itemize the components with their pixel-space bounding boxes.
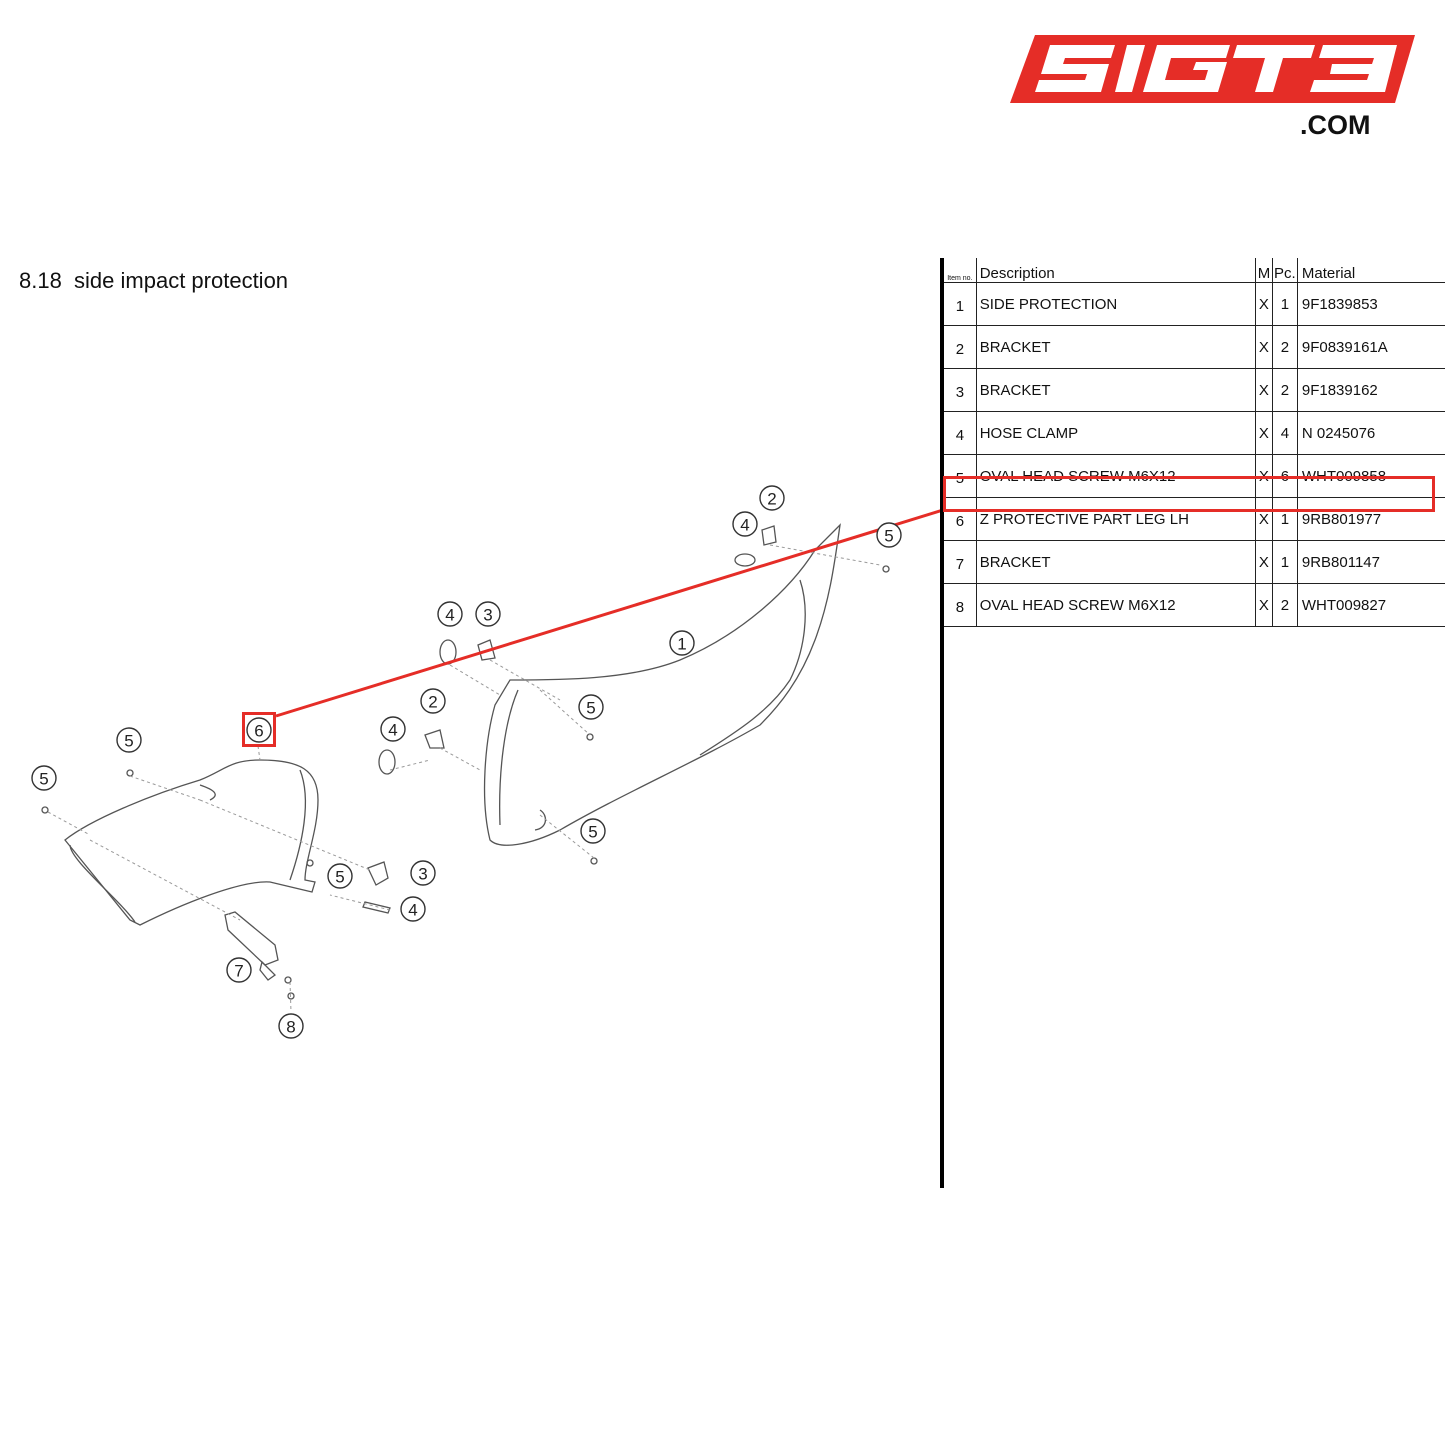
callout-2: 2 [420, 688, 446, 714]
highlight-box-callout-6 [242, 712, 276, 747]
callout-6: 6 [246, 717, 272, 743]
row-item: 8 [944, 583, 977, 627]
svg-text:3: 3 [418, 865, 427, 884]
svg-text:5: 5 [39, 770, 48, 789]
header-description: Description [975, 258, 1256, 283]
table-row: 8 OVAL HEAD SCREW M6X12 X 2 WHT009827 [944, 583, 1445, 627]
callout-3: 3 [410, 860, 436, 886]
svg-text:5: 5 [124, 732, 133, 751]
row-pc: 1 [1271, 497, 1298, 541]
row-description: BRACKET [975, 368, 1256, 412]
svg-text:5: 5 [335, 868, 344, 887]
callout-2: 2 [759, 485, 785, 511]
highlight-box-row-6 [943, 476, 1435, 512]
row-pc: 1 [1271, 282, 1298, 326]
callout-7: 7 [226, 957, 252, 983]
svg-text:6: 6 [254, 722, 263, 741]
callout-3: 3 [475, 601, 501, 627]
row-description: BRACKET [975, 325, 1256, 369]
row-material: 9RB801977 [1296, 497, 1445, 541]
table-row: 1 SIDE PROTECTION X 1 9F1839853 [944, 282, 1445, 326]
callout-4: 4 [732, 511, 758, 537]
row-material: 9F1839162 [1296, 368, 1445, 412]
leader-lines [47, 544, 881, 1013]
row-description: OVAL HEAD SCREW M6X12 [975, 583, 1256, 627]
row-item: 4 [944, 411, 977, 455]
svg-text:1: 1 [677, 635, 686, 654]
table-row: 4 HOSE CLAMP X 4 N 0245076 [944, 411, 1445, 455]
row-m: X [1254, 411, 1273, 455]
row-m: X [1254, 368, 1273, 412]
svg-text:2: 2 [428, 693, 437, 712]
row-item: 7 [944, 540, 977, 584]
callouts: 1 2 4 5 4 3 5 6 5 5 4 2 5 5 3 4 7 8 [31, 485, 902, 1039]
callout-8: 8 [278, 1013, 304, 1039]
row-item: 1 [944, 282, 977, 326]
row-material: 9F1839853 [1296, 282, 1445, 326]
header-item-no: Item no. [944, 258, 977, 283]
exploded-parts-diagram: 1 2 4 5 4 3 5 6 5 5 4 2 5 5 3 4 7 8 [31, 485, 940, 1039]
table-row: 7 BRACKET X 1 9RB801147 [944, 540, 1445, 584]
row-material: WHT009827 [1296, 583, 1445, 627]
svg-text:3: 3 [483, 606, 492, 625]
svg-text:4: 4 [740, 516, 749, 535]
row-pc: 2 [1271, 368, 1298, 412]
row-pc: 4 [1271, 411, 1298, 455]
header-material: Material [1296, 258, 1445, 283]
table-row-highlighted: 6 Z PROTECTIVE PART LEG LH X 1 9RB801977 [944, 497, 1445, 541]
svg-text:4: 4 [408, 901, 417, 920]
logo-domain-suffix: .COM [1300, 110, 1371, 140]
callout-4: 4 [437, 601, 463, 627]
row-pc: 2 [1271, 325, 1298, 369]
callout-5: 5 [31, 765, 57, 791]
protective-part-leg-lh [64, 759, 319, 926]
row-m: X [1254, 583, 1273, 627]
row-m: X [1254, 497, 1273, 541]
table-row: 3 BRACKET X 2 9F1839162 [944, 368, 1445, 412]
svg-text:4: 4 [445, 606, 454, 625]
header-pc: Pc. [1271, 258, 1298, 283]
row-pc: 1 [1271, 540, 1298, 584]
table-row: 2 BRACKET X 2 9F0839161A [944, 325, 1445, 369]
row-item: 2 [944, 325, 977, 369]
svg-text:5: 5 [588, 823, 597, 842]
sigt3-logo [1010, 35, 1415, 103]
header-m: M [1254, 258, 1273, 283]
row-pc: 2 [1271, 583, 1298, 627]
svg-text:5: 5 [586, 699, 595, 718]
section-title: 8.18 side impact protection [19, 268, 289, 293]
callout-5: 5 [580, 818, 606, 844]
svg-text:4: 4 [388, 721, 397, 740]
side-protection-part [483, 523, 841, 846]
row-m: X [1254, 282, 1273, 326]
callout-5: 5 [116, 727, 142, 753]
row-m: X [1254, 540, 1273, 584]
svg-text:7: 7 [234, 962, 243, 981]
callout-4: 4 [400, 896, 426, 922]
svg-text:2: 2 [767, 490, 776, 509]
callout-5: 5 [578, 694, 604, 720]
row-material: 9F0839161A [1296, 325, 1445, 369]
row-material: N 0245076 [1296, 411, 1445, 455]
svg-text:8: 8 [286, 1018, 295, 1037]
row-item: 3 [944, 368, 977, 412]
row-description: HOSE CLAMP [975, 411, 1256, 455]
hardware-parts [41, 525, 890, 1000]
row-material: 9RB801147 [1296, 540, 1445, 584]
highlight-connector [275, 509, 940, 718]
bracket-part-7 [224, 911, 279, 981]
parts-table: Item no. Description M Pc. Material 1 SI… [944, 258, 1445, 627]
table-divider [940, 258, 944, 1188]
row-description: SIDE PROTECTION [975, 282, 1256, 326]
callout-4: 4 [380, 716, 406, 742]
row-m: X [1254, 325, 1273, 369]
callout-5: 5 [327, 863, 353, 889]
row-description: Z PROTECTIVE PART LEG LH [975, 497, 1256, 541]
row-item: 6 [944, 497, 977, 541]
callout-1: 1 [669, 630, 695, 656]
table-header-row: Item no. Description M Pc. Material [944, 258, 1445, 283]
svg-text:5: 5 [884, 527, 893, 546]
row-description: BRACKET [975, 540, 1256, 584]
callout-5: 5 [876, 522, 902, 548]
